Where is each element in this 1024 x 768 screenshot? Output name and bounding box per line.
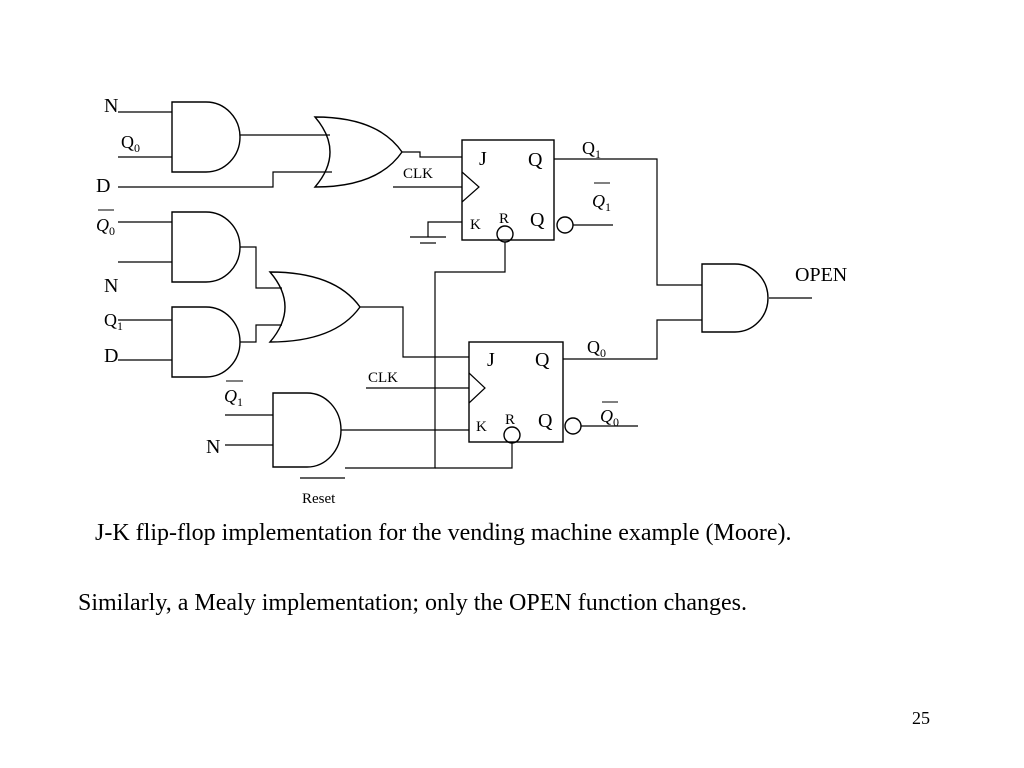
input-q1-bar-label: Q1 <box>224 386 243 409</box>
and-gate-1 <box>171 101 241 173</box>
output-q0-bar-label: Q0 <box>600 406 619 429</box>
flipflop-0-k-label: K <box>476 419 487 435</box>
flipflop-1-qbar-bubble <box>556 216 574 234</box>
or-gate-2 <box>268 271 361 343</box>
flipflop-0-qbar-bubble <box>564 417 582 435</box>
flipflop-1-qbar-label: Q <box>530 209 545 231</box>
flipflop-1-box <box>461 139 555 241</box>
flipflop-0-reset-bubble <box>503 426 521 444</box>
flipflop-1-k-label: K <box>470 217 481 233</box>
open-and-gate <box>701 263 769 333</box>
flipflop-1-q-label: Q <box>528 149 543 171</box>
or-gate-1 <box>313 116 403 188</box>
flipflop-0-r-label: R <box>505 412 515 428</box>
input-n-label-1: N <box>104 95 118 117</box>
figure-caption: J-K flip-flop implementation for the ven… <box>95 520 792 546</box>
and-gate-2 <box>171 211 241 283</box>
and-gate-3 <box>171 306 241 378</box>
flipflop-1-j-label: J <box>479 148 487 170</box>
reset-label: Reset <box>302 491 336 507</box>
mealy-note: Similarly, a Mealy implementation; only … <box>78 590 747 616</box>
output-q1-label: Q1 <box>582 138 601 161</box>
output-q0-label: Q0 <box>587 337 606 360</box>
output-q1-bar-label: Q1 <box>592 191 611 214</box>
flipflop-0-j-label: J <box>487 349 495 371</box>
flipflop-0-q-label: Q <box>535 349 550 371</box>
flipflop-1-clk-label: CLK <box>403 166 433 182</box>
input-q1-label: Q1 <box>104 310 123 333</box>
input-q0-label-1: Q0 <box>121 132 140 155</box>
flipflop-1-r-label: R <box>499 211 509 227</box>
open-output-label: OPEN <box>795 264 847 286</box>
page-number: 25 <box>912 708 930 728</box>
flipflop-0-clk-label: CLK <box>368 370 398 386</box>
input-n-label-2: N <box>104 275 118 297</box>
wires <box>118 111 812 479</box>
jk-flipflop-circuit-diagram: N Q0 D Q0 N Q1 D Q1 N Reset J Q CLK K R … <box>96 95 847 507</box>
flipflop-1-clock-triangle <box>461 171 480 203</box>
input-q0-bar-label-1: Q0 <box>96 215 115 238</box>
input-d-label-1: D <box>96 175 110 197</box>
flipflop-0-qbar-label: Q <box>538 410 553 432</box>
input-d-label-2: D <box>104 345 118 367</box>
flipflop-0-clock-triangle <box>468 372 486 404</box>
input-n-label-3: N <box>206 436 220 458</box>
and-gate-4 <box>272 392 342 468</box>
